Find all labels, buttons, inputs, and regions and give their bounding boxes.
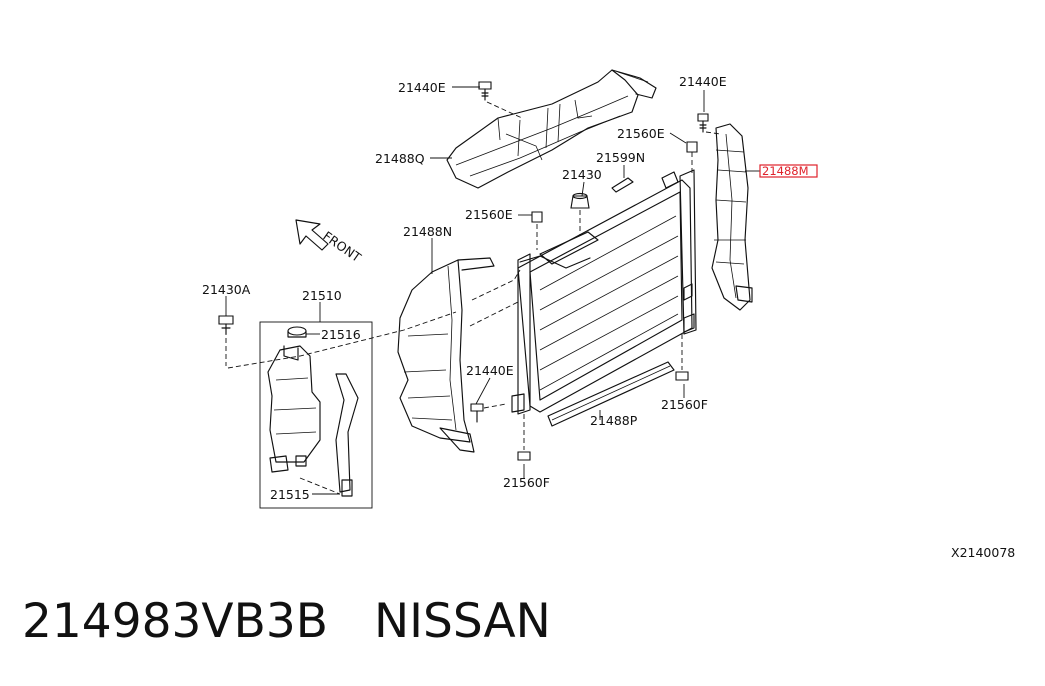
brand-name: NISSAN: [373, 594, 551, 649]
clip-21430a: [218, 315, 234, 335]
label-21560e-upper: 21560E: [617, 126, 665, 141]
side-seal-21488m: [711, 123, 753, 311]
clip-21440e-low: [470, 403, 507, 423]
front-label: FRONT: [320, 228, 364, 265]
label-21488q: 21488Q: [375, 151, 425, 166]
label-21510: 21510: [302, 288, 342, 303]
upper-shroud-21488q: [446, 69, 657, 189]
mount-21560f-right: [675, 371, 689, 381]
label-21430: 21430: [562, 167, 602, 182]
caption: 214983VB3B NISSAN: [22, 594, 551, 649]
highlight-box-21488m: [759, 164, 818, 178]
clip-21440e-top-right: [697, 113, 721, 135]
label-21440e-top-left: 21440E: [398, 80, 446, 95]
label-21515: 21515: [270, 487, 310, 502]
radiator-cap-21430: [570, 192, 590, 236]
label-21488m: 21488M: [762, 164, 809, 178]
reservoir-assembly-21510: [259, 321, 373, 509]
label-21440e-top-right: 21440E: [679, 74, 727, 89]
label-21488p: 21488P: [590, 413, 638, 428]
label-21560f-bottom: 21560F: [503, 475, 550, 490]
label-21599n: 21599N: [596, 150, 645, 165]
label-21430a: 21430A: [202, 282, 251, 297]
lower-seal-21488p: [547, 361, 675, 427]
label-21488n: 21488N: [403, 224, 452, 239]
part-number: 214983VB3B: [22, 594, 328, 649]
clip-21440e-top-left: [478, 81, 523, 119]
label-21516: 21516: [321, 327, 361, 342]
radiator-core: [511, 169, 697, 450]
guide-lines: [225, 269, 521, 369]
leader-lines: [225, 86, 760, 495]
diagram-code: X2140078: [951, 545, 1015, 560]
mount-21560e-mid: [531, 211, 543, 250]
mount-21560f-bottom: [517, 451, 531, 461]
side-seal-21488n: [397, 257, 495, 453]
mount-21560e-upper: [686, 141, 698, 176]
seal-21599n: [611, 177, 634, 193]
label-21440e-low: 21440E: [466, 363, 514, 378]
label-21560e-mid: 21560E: [465, 207, 513, 222]
label-21560f-right: 21560F: [661, 397, 708, 412]
front-arrow: FRONT: [295, 219, 364, 265]
